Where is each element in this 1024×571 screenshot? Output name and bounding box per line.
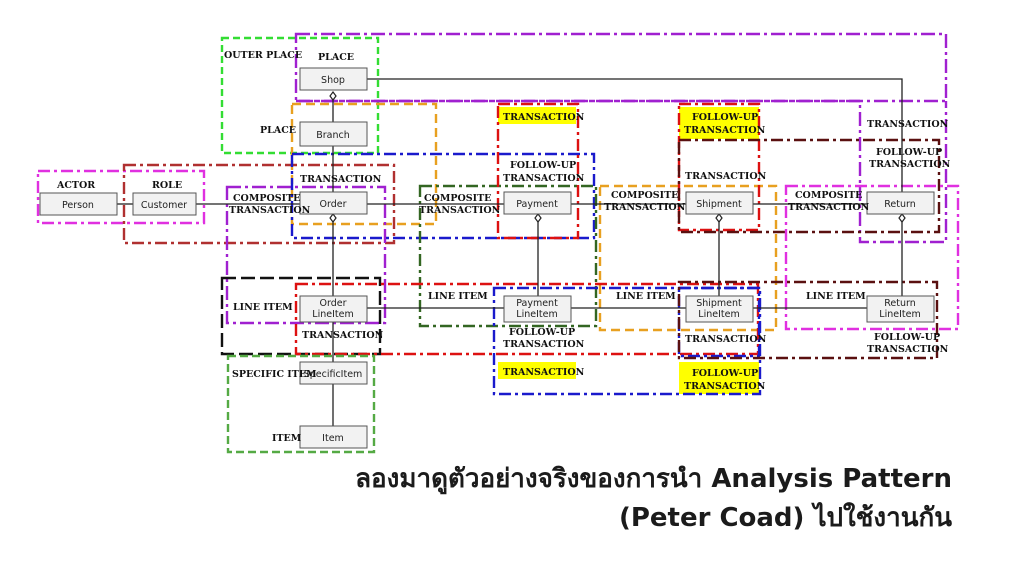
label-followup-yellow-bottom-b: TRANSACTION: [684, 381, 766, 392]
place-group: [294, 32, 948, 103]
node-branch-label: Branch: [316, 130, 350, 141]
node-return: [866, 191, 935, 215]
label-composite-2b: TRANSACTION: [419, 205, 501, 216]
caption-line-1: ลองมาดูตัวอย่างจริงของการนำ Analysis Pat…: [355, 464, 952, 494]
highlight-followup-bottom: [679, 362, 759, 394]
label-followup-payment-a: FOLLOW-UP: [510, 160, 576, 171]
label-transaction-yellow-top: TRANSACTION: [503, 112, 585, 123]
connector-shop-return: [367, 78, 903, 192]
composite-group-2: [418, 184, 598, 328]
label-transaction-shipment: TRANSACTION: [685, 171, 767, 182]
label-followup-yellow-top-b: TRANSACTION: [684, 125, 766, 136]
label-transaction-return: TRANSACTION: [867, 119, 949, 130]
composite-group-4: [784, 184, 960, 331]
outer-place-group: [220, 36, 380, 155]
diamond-shipment: [715, 213, 723, 223]
diamond-order: [329, 213, 337, 223]
return-line-group: [677, 280, 939, 360]
diamond-shop: [329, 91, 337, 101]
node-item-label: Item: [322, 433, 344, 444]
label-composite-3b: TRANSACTION: [604, 202, 686, 213]
label-transaction-shipline: TRANSACTION: [685, 334, 767, 345]
order-transaction-group: [290, 152, 596, 240]
highlight-transaction-bottom: [498, 362, 576, 379]
label-composite-2a: COMPOSITE: [424, 193, 491, 204]
node-return-lineitem-label-1: Return: [884, 298, 916, 309]
label-followup-return-a: FOLLOW-UP: [876, 147, 942, 158]
label-followup-payment-b: TRANSACTION: [503, 173, 585, 184]
node-payment-lineitem: [503, 295, 572, 323]
label-line-item-3: LINE ITEM: [616, 291, 676, 302]
diamond-return: [898, 213, 906, 223]
label-followup-payline-a: FOLLOW-UP: [509, 327, 575, 338]
label-specific-item: SPECIFIC ITEM: [232, 369, 317, 380]
highlight-followup-top: [679, 107, 759, 139]
node-order-lineitem-label-1: Order: [320, 298, 347, 309]
followup-shipment-group: [677, 138, 941, 234]
label-transaction-order: TRANSACTION: [300, 174, 382, 185]
label-item: ITEM: [272, 433, 302, 444]
label-composite-4a: COMPOSITE: [795, 190, 862, 201]
label-composite-1a: COMPOSITE: [233, 193, 300, 204]
caption-line-2: (Peter Coad) ไปใช้งานกัน: [618, 503, 952, 533]
node-return-label: Return: [884, 199, 916, 210]
label-role: ROLE: [152, 180, 182, 191]
node-person-label: Person: [62, 200, 94, 211]
node-branch: [299, 121, 368, 147]
label-followup-yellow-top-a: FOLLOW-UP: [692, 112, 758, 123]
label-transaction-yellow-bottom: TRANSACTION: [503, 367, 585, 378]
node-customer: [132, 192, 197, 216]
diamond-payment: [534, 213, 542, 223]
label-place-top: PLACE: [318, 52, 354, 63]
label-outer-place: OUTER PLACE: [224, 50, 302, 61]
node-specific-item-label: SpecificItem: [304, 369, 363, 380]
node-order-label: Order: [320, 199, 347, 210]
composite-group-1: [225, 185, 387, 325]
node-shipment-lineitem-label-2: LineItem: [698, 309, 739, 320]
label-followup-returnline-a: FOLLOW-UP: [874, 332, 940, 343]
node-person: [39, 192, 118, 216]
node-order: [299, 191, 368, 215]
node-payment-lineitem-label-1: Payment: [516, 298, 558, 309]
node-return-lineitem: [866, 295, 935, 323]
node-customer-label: Customer: [141, 200, 187, 211]
highlight-transaction-top: [498, 107, 576, 124]
node-shipment-lineitem-label-1: Shipment: [696, 298, 742, 309]
payment-line-group: [492, 286, 762, 396]
composite-group-3: [598, 184, 778, 332]
node-shop-label: Shop: [321, 75, 345, 86]
label-followup-payline-b: TRANSACTION: [503, 339, 585, 350]
transaction-line-group: [294, 282, 760, 356]
node-shop: [299, 67, 368, 91]
node-order-lineitem-label-2: LineItem: [312, 309, 353, 320]
label-line-item-left: LINE ITEM: [233, 302, 293, 313]
label-line-item-2: LINE ITEM: [428, 291, 488, 302]
node-shipment: [685, 191, 754, 215]
node-payment-label: Payment: [516, 199, 558, 210]
label-line-item-4: LINE ITEM: [806, 291, 866, 302]
node-payment-lineitem-label-2: LineItem: [516, 309, 557, 320]
node-shipment-lineitem: [685, 295, 754, 323]
label-composite-3a: COMPOSITE: [611, 190, 678, 201]
label-composite-4b: TRANSACTION: [788, 202, 870, 213]
label-followup-returnline-b: TRANSACTION: [867, 344, 949, 355]
node-item: [299, 425, 368, 449]
label-transaction-orderline: TRANSACTION: [302, 330, 384, 341]
label-actor: ACTOR: [56, 180, 95, 191]
node-specific-item: [299, 361, 368, 385]
label-followup-return-b: TRANSACTION: [869, 159, 951, 170]
return-transaction-group: [296, 99, 948, 244]
node-shipment-label: Shipment: [696, 199, 742, 210]
node-payment: [503, 191, 572, 215]
specific-item-group: [226, 354, 376, 454]
actor-group: [36, 169, 206, 225]
label-composite-1b: TRANSACTION: [229, 205, 311, 216]
node-return-lineitem-label-2: LineItem: [879, 309, 920, 320]
node-order-lineitem: [299, 295, 368, 323]
label-place-left: PLACE: [260, 125, 296, 136]
label-followup-yellow-bottom-a: FOLLOW-UP: [692, 368, 758, 379]
